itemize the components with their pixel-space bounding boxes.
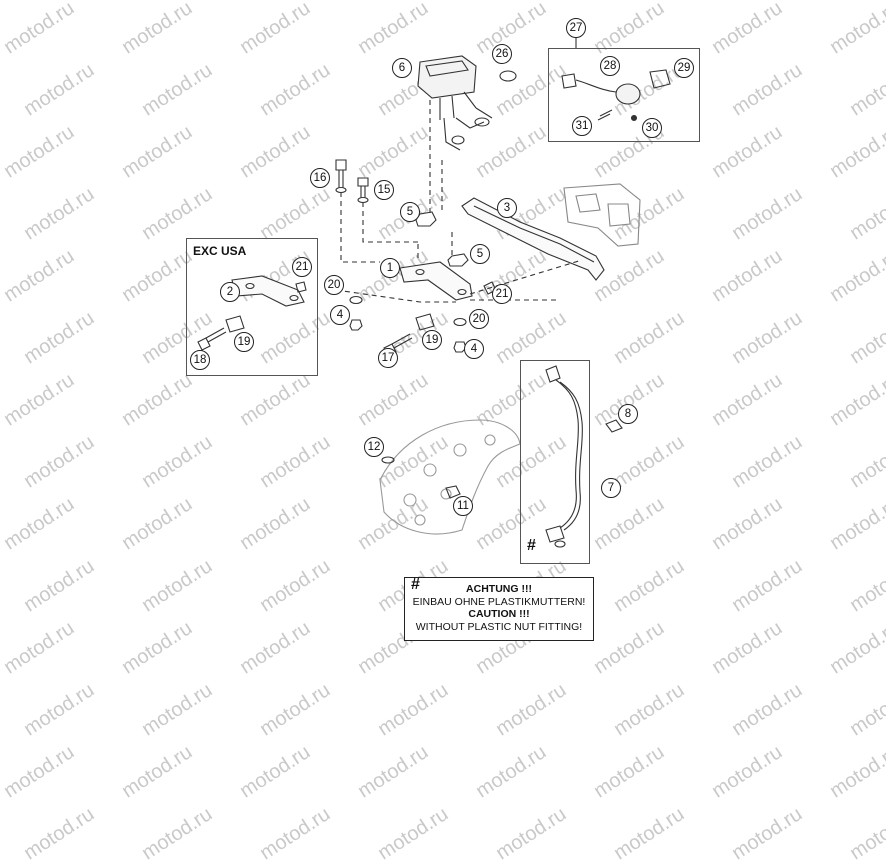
callout-1: 1 [380, 258, 400, 278]
callout-31: 31 [572, 116, 592, 136]
callout-2: 2 [220, 282, 240, 302]
warning-hash: # [411, 576, 420, 593]
watermark-text: motod.ru [590, 741, 669, 803]
oring-part [381, 456, 395, 464]
nut-4-part [349, 319, 363, 331]
exc-usa-inset [186, 238, 318, 376]
sensor-kit-inset [548, 48, 700, 142]
watermark-text: motod.ru [374, 803, 453, 865]
watermark-text: motod.ru [846, 679, 886, 741]
callout-20-left: 20 [324, 275, 344, 295]
warning-line-4: WITHOUT PLASTIC NUT FITTING! [415, 620, 583, 633]
watermark-text: motod.ru [492, 679, 571, 741]
watermark-text: motod.ru [728, 803, 807, 865]
bolt-15-part [357, 177, 369, 204]
warning-line-3: CAUTION !!! [468, 608, 530, 620]
watermark-text: motod.ru [138, 679, 217, 741]
warning-line-1: ACHTUNG !!! [466, 583, 532, 595]
brake-guard-part [379, 419, 521, 535]
hash-marker: # [527, 537, 536, 554]
watermark-text: motod.ru [728, 679, 807, 741]
callout-4-right: 4 [464, 339, 484, 359]
watermark-text: motod.ru [374, 679, 453, 741]
watermark-text: motod.ru [610, 679, 689, 741]
washer-part [349, 295, 363, 305]
watermark-text: motod.ru [20, 679, 99, 741]
watermark-text: motod.ru [118, 741, 197, 803]
watermark-text: motod.ru [138, 803, 217, 865]
nut-11-part [445, 485, 461, 499]
callout-21-right: 21 [492, 284, 512, 304]
spacer-19-part [415, 313, 435, 331]
callout-30: 30 [642, 118, 662, 138]
sensor-cable-part [545, 365, 583, 548]
parts-diagram [197, 38, 671, 548]
warning-line-2: EINBAU OHNE PLASTIKMUTTERN! [412, 595, 586, 608]
callout-7: 7 [601, 478, 621, 498]
watermark-text: motod.ru [256, 803, 335, 865]
ring-part [499, 70, 517, 82]
callout-21-left: 21 [292, 257, 312, 277]
warning-box: # ACHTUNG !!! EINBAU OHNE PLASTIKMUTTERN… [404, 577, 594, 641]
callout-17: 17 [378, 348, 398, 368]
callout-19-left: 19 [234, 332, 254, 352]
callout-12: 12 [364, 437, 384, 457]
callout-26: 26 [492, 44, 512, 64]
frame-bar-part [461, 197, 605, 281]
watermark-text: motod.ru [236, 741, 315, 803]
watermark-text: motod.ru [826, 741, 886, 803]
callout-27: 27 [566, 18, 586, 38]
exc-usa-title: EXC USA [193, 244, 247, 258]
sensor-kit-part [561, 69, 671, 122]
callout-29: 29 [674, 58, 694, 78]
exc-bracket-part [231, 275, 305, 307]
callout-15: 15 [374, 180, 394, 200]
callout-11: 11 [453, 496, 473, 516]
callout-19-right: 19 [422, 330, 442, 350]
cable-inset [520, 360, 590, 564]
bolt-16-part [335, 159, 347, 194]
callout-18: 18 [190, 350, 210, 370]
watermark-text: motod.ru [610, 803, 689, 865]
callout-20-right: 20 [469, 309, 489, 329]
callout-16: 16 [310, 168, 330, 188]
callout-3: 3 [497, 198, 517, 218]
frame-plate-part [563, 183, 641, 247]
watermark-text: motod.ru [472, 741, 551, 803]
watermark-text: motod.ru [256, 679, 335, 741]
callout-5-upper: 5 [400, 202, 420, 222]
bracket-part [399, 261, 473, 301]
exc-bolt-part [197, 327, 227, 351]
watermark-text: motod.ru [20, 803, 99, 865]
speedometer-part [417, 55, 493, 151]
callout-8: 8 [618, 404, 638, 424]
watermark-text: motod.ru [354, 741, 433, 803]
callout-4-left: 4 [330, 305, 350, 325]
watermark-text: motod.ru [0, 741, 79, 803]
callout-28: 28 [600, 56, 620, 76]
callout-5-lower: 5 [470, 244, 490, 264]
watermark-text: motod.ru [846, 803, 886, 865]
watermark-text: motod.ru [492, 803, 571, 865]
callout-6: 6 [392, 58, 412, 78]
watermark-text: motod.ru [708, 741, 787, 803]
